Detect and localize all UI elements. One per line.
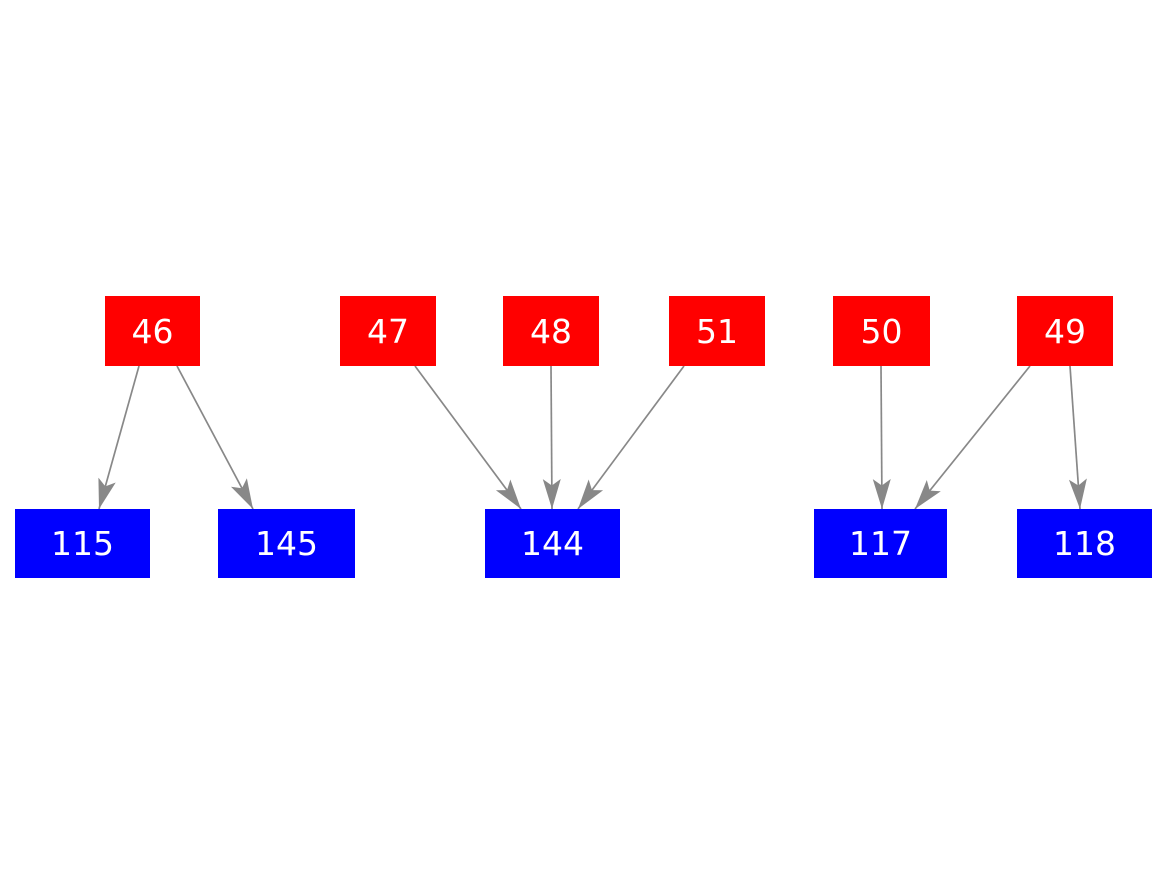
node-label: 48 bbox=[530, 311, 572, 351]
node-145: 145 bbox=[218, 509, 355, 578]
node-49: 49 bbox=[1017, 296, 1113, 366]
node-label: 46 bbox=[131, 311, 174, 351]
node-117: 117 bbox=[814, 509, 947, 578]
node-label: 144 bbox=[521, 524, 584, 563]
edge-48-to-144 bbox=[542, 365, 561, 510]
edge-47-to-144 bbox=[414, 365, 522, 510]
edge-51-to-144 bbox=[577, 365, 685, 510]
node-115: 115 bbox=[15, 509, 150, 578]
node-47: 47 bbox=[340, 296, 436, 366]
node-144: 144 bbox=[485, 509, 620, 578]
node-label: 51 bbox=[696, 311, 738, 351]
node-51: 51 bbox=[669, 296, 765, 366]
node-46: 46 bbox=[105, 296, 200, 366]
edges-group bbox=[98, 365, 1087, 510]
node-label: 118 bbox=[1053, 524, 1116, 563]
node-label: 50 bbox=[860, 311, 903, 351]
edge-49-to-117 bbox=[914, 365, 1031, 510]
edge-49-to-118 bbox=[1068, 365, 1087, 510]
edge-50-to-117 bbox=[872, 365, 891, 510]
node-label: 47 bbox=[367, 311, 409, 351]
node-label: 117 bbox=[849, 524, 912, 563]
node-label: 145 bbox=[255, 524, 318, 563]
edge-46-to-145 bbox=[176, 365, 254, 510]
node-48: 48 bbox=[503, 296, 599, 366]
edge-46-to-115 bbox=[98, 365, 140, 510]
node-label: 49 bbox=[1044, 311, 1086, 351]
node-118: 118 bbox=[1017, 509, 1152, 578]
node-label: 115 bbox=[51, 524, 114, 563]
node-50: 50 bbox=[833, 296, 930, 366]
